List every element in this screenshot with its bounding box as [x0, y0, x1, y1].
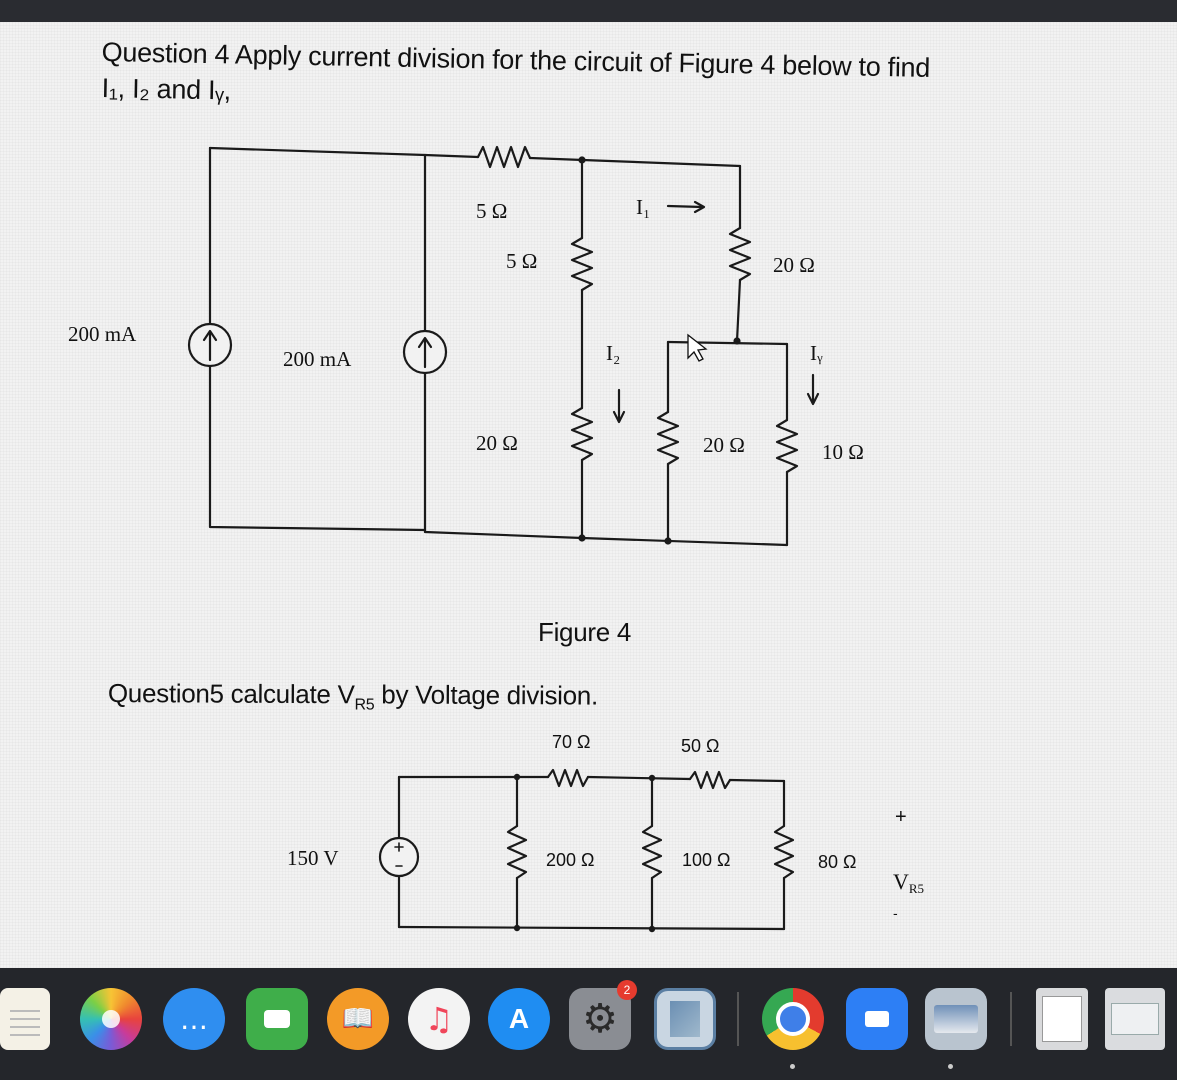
app-store-glyph: A — [508, 1003, 530, 1034]
label-r80: 80 Ω — [818, 852, 856, 872]
resistor-50ohm — [688, 770, 732, 790]
node — [664, 537, 672, 545]
dock-separator — [737, 992, 739, 1046]
node — [578, 534, 586, 542]
zoom-icon[interactable] — [846, 988, 908, 1050]
arrow-i1 — [666, 204, 704, 209]
label-r-top: 5 Ω — [476, 199, 507, 223]
node — [648, 925, 656, 933]
question5-subscript: R5 — [354, 696, 375, 714]
resistor-200ohm — [506, 824, 528, 880]
resistor-5ohm-vertical — [570, 236, 594, 292]
mouse-cursor-icon — [687, 333, 708, 362]
app-store-icon[interactable]: A — [488, 988, 550, 1050]
resistor-10ohm — [775, 418, 799, 474]
label-source-left: 200 mA — [68, 322, 137, 346]
label-r-right-top: 20 Ω — [773, 253, 815, 277]
label-r100: 100 Ω — [682, 850, 731, 870]
music-icon[interactable]: ♫ — [408, 988, 470, 1050]
resistor-20ohm-mid — [656, 410, 680, 466]
question5-title: Question5 calculate VR5 by Voltage divis… — [108, 678, 598, 716]
resistor-70ohm — [546, 768, 590, 788]
label-i2: I₂ — [606, 341, 620, 365]
node — [733, 337, 741, 345]
node — [578, 156, 586, 164]
running-indicator — [790, 1064, 795, 1069]
notes-icon[interactable] — [0, 988, 50, 1050]
image-capture-icon[interactable] — [925, 988, 987, 1050]
label-vr5: VR5 — [893, 869, 924, 896]
books-glyph: 📖 — [341, 1004, 375, 1034]
circuit-diagrams: 200 mA 200 mA 5 Ω 5 Ω 20 Ω 20 Ω 20 Ω 10 … — [68, 145, 924, 933]
messages-glyph: … — [180, 1002, 208, 1036]
gear-icon[interactable]: ⚙ 2 — [569, 980, 637, 1050]
chrome-icon[interactable] — [762, 988, 824, 1050]
resistor-20ohm-left — [570, 406, 594, 462]
label-source-mid: 200 mA — [283, 347, 352, 371]
document-screen: Question 4 Apply current division for th… — [0, 0, 1177, 968]
label-source-150v: 150 V — [287, 846, 339, 870]
label-plus: + — [895, 806, 907, 828]
dock-separator — [1010, 992, 1012, 1046]
label-r50: 50 Ω — [681, 736, 719, 756]
wire-left-loop — [208, 146, 427, 532]
top-bar — [0, 0, 1177, 22]
question5-prefix: Question5 calculate V — [107, 678, 355, 710]
label-minus: - — [893, 905, 898, 921]
label-r-right-bottom: 10 Ω — [822, 440, 864, 464]
label-vr5-v: V — [893, 869, 909, 894]
label-vr5-sub: R5 — [909, 881, 924, 896]
facetime-icon[interactable] — [246, 988, 308, 1050]
node — [648, 774, 656, 782]
label-r70: 70 Ω — [552, 732, 590, 752]
dock: … 📖 ♫ A ⚙ 2 — [0, 968, 1177, 1080]
label-iy: Iᵧ — [810, 341, 823, 365]
label-r-v1-top: 5 Ω — [506, 249, 537, 273]
gear-glyph: ⚙ — [582, 996, 618, 1042]
label-r200: 200 Ω — [546, 850, 595, 870]
question5-suffix: by Voltage division. — [374, 679, 599, 711]
music-glyph: ♫ — [424, 1000, 454, 1038]
label-i1: I₁ — [636, 195, 650, 219]
label-r-left-bottom: 20 Ω — [476, 431, 518, 455]
resistor-100ohm — [641, 824, 663, 880]
running-indicator — [948, 1064, 953, 1069]
messages-icon[interactable]: … — [163, 988, 225, 1050]
voltage-source — [378, 836, 420, 878]
notification-badge: 2 — [617, 980, 637, 1000]
resistor-5ohm-top — [476, 145, 532, 169]
photos-icon[interactable] — [80, 988, 142, 1050]
figure4-caption: Figure 4 — [538, 617, 631, 647]
books-icon[interactable]: 📖 — [327, 988, 389, 1050]
preview-icon[interactable] — [654, 988, 716, 1050]
resistor-20ohm-right-top — [728, 226, 752, 282]
screenshot-icon[interactable] — [1105, 988, 1165, 1050]
node — [513, 773, 521, 781]
resistor-80ohm — [773, 824, 795, 880]
node — [513, 924, 521, 932]
label-r-mid-bottom: 20 Ω — [703, 433, 745, 457]
documents-icon[interactable] — [1036, 988, 1088, 1050]
